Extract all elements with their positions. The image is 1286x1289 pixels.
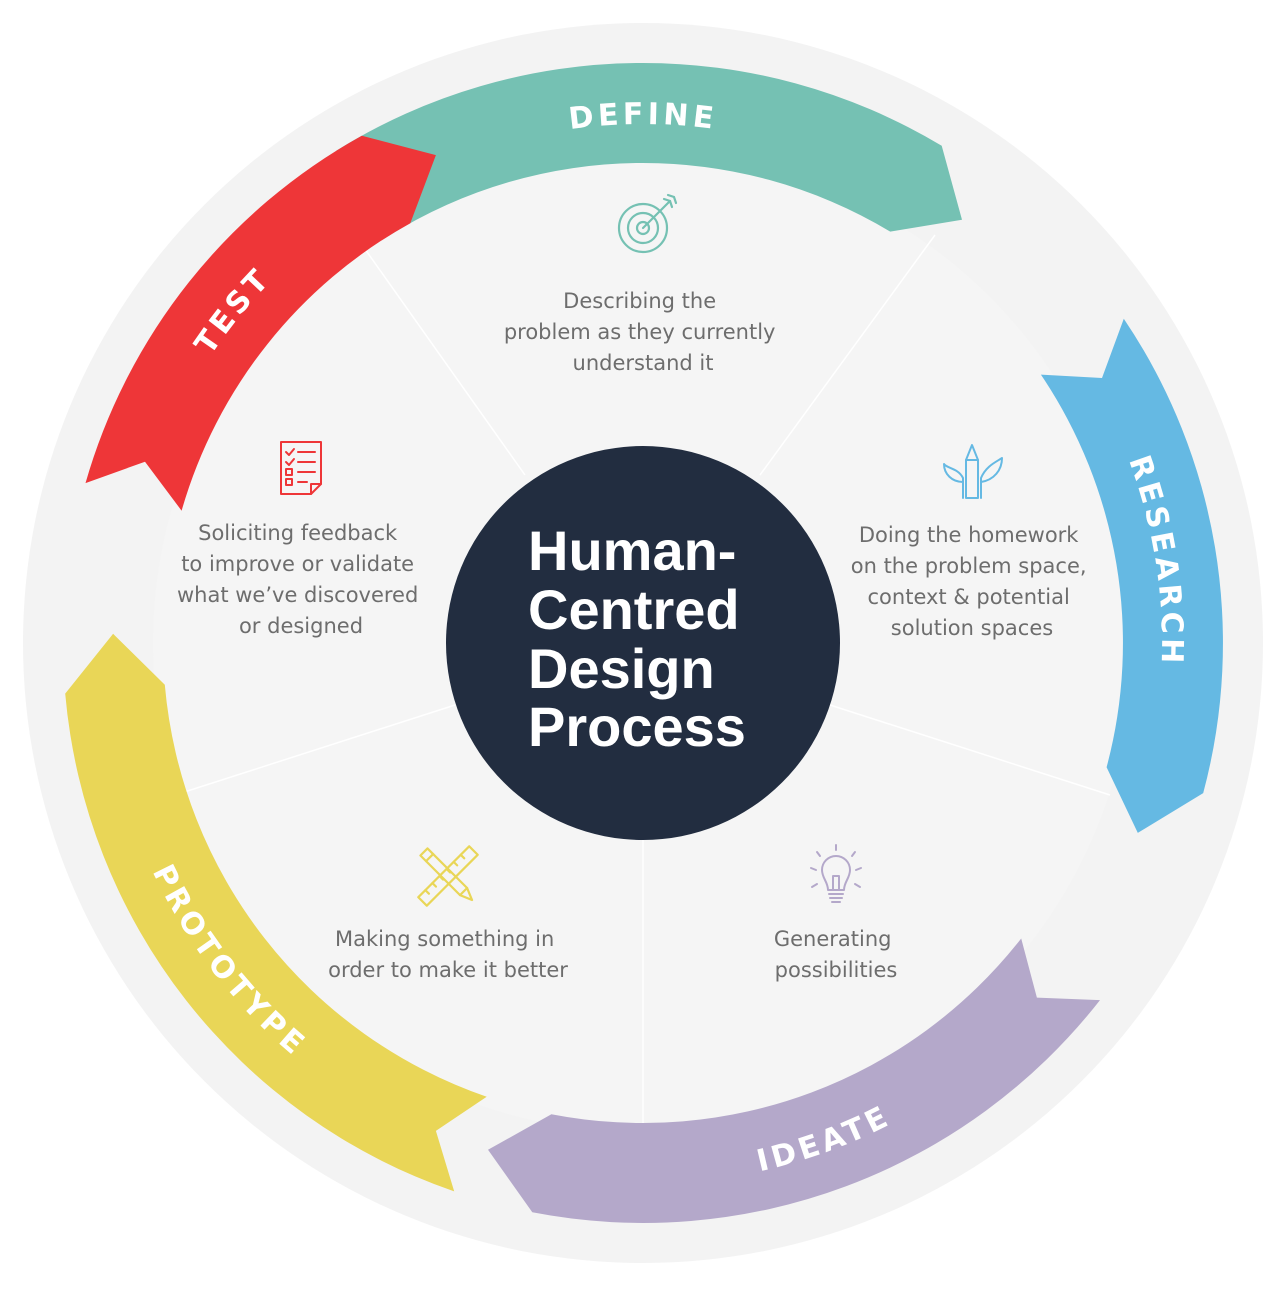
research-description: Doing the homework on the problem space,… bbox=[851, 523, 1094, 640]
define-label: DEFINE bbox=[567, 97, 720, 137]
ideate-arrow bbox=[488, 938, 1100, 1223]
define-description: Describing the problem as they currently… bbox=[504, 289, 782, 375]
stage-research: RESEARCH Doing the homework on the probl… bbox=[851, 318, 1223, 833]
lightbulb-icon bbox=[810, 844, 862, 903]
divider-research-ideate bbox=[829, 704, 1111, 796]
test-arrow bbox=[85, 135, 436, 511]
stage-ideate: IDEATE Generating possibilities bbox=[488, 844, 1100, 1223]
center-title: Human- Centred Design Process bbox=[528, 519, 755, 758]
pencil-ruler-icon bbox=[417, 845, 479, 907]
divider-prototype-test bbox=[174, 704, 456, 796]
prototype-arrow bbox=[65, 633, 487, 1192]
divider-test-define bbox=[354, 234, 526, 476]
prototype-description: Making something in order to make it bet… bbox=[328, 927, 568, 982]
divider-define-research bbox=[759, 234, 936, 476]
target-icon bbox=[617, 193, 678, 254]
center-circle bbox=[446, 446, 840, 840]
test-description: Soliciting feedback to improve or valida… bbox=[177, 521, 425, 638]
stage-define: DEFINE Describing the problem as they cu… bbox=[335, 62, 963, 375]
research-arrow bbox=[1040, 318, 1223, 833]
stage-prototype: PROTOTYPE Making something in order to m… bbox=[65, 633, 568, 1192]
define-arrow bbox=[335, 62, 963, 236]
pencil-and-leaves-icon bbox=[943, 444, 1003, 499]
dividers bbox=[174, 234, 1111, 1140]
stage-test: TEST Soliciting feedback to improve or v… bbox=[85, 135, 436, 638]
checklist-icon bbox=[280, 441, 322, 495]
ideate-description: Generating possibilities bbox=[774, 927, 898, 982]
